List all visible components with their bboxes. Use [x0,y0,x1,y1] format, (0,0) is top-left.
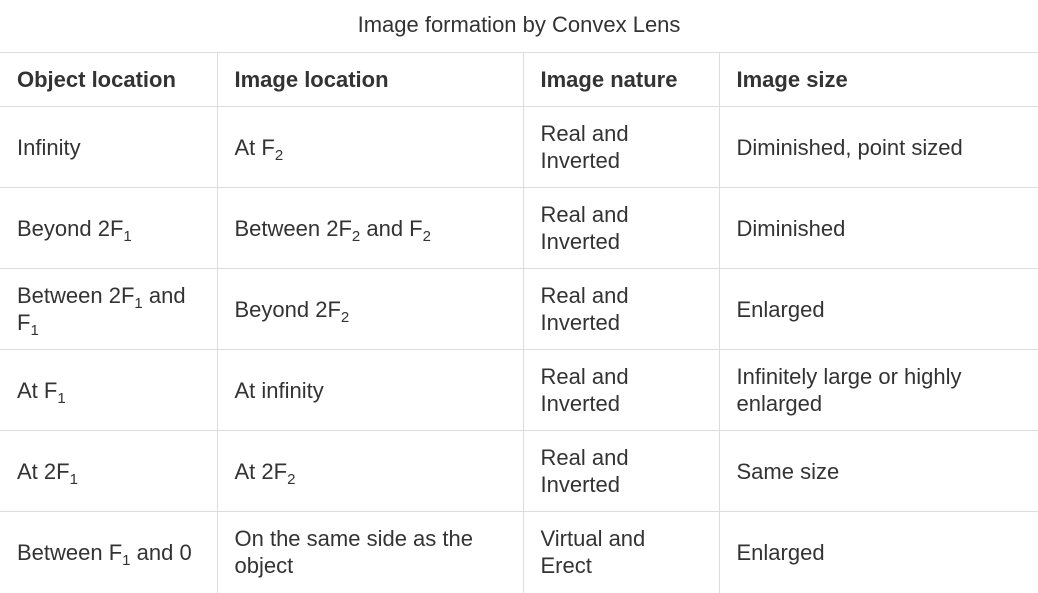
cell-text: Real and Inverted [540,283,629,335]
cell-text: Beyond 2F2 [234,296,350,326]
cell-text: At 2F1 [17,458,78,488]
table-row: Between F1 and 0 On the same side as the… [0,511,1038,593]
image-location-cell: At infinity [216,349,524,431]
object-location-cell: At F1 [0,349,218,431]
cell-text: Infinitely large or highly enlarged [736,364,962,416]
image-location-cell: At 2F2 [216,430,524,512]
header-image-location: Image location [216,52,524,107]
image-nature-cell: Real and Inverted [522,430,720,512]
image-size-cell: Diminished [718,187,1038,269]
object-location-cell: Between F1 and 0 [0,511,218,593]
lens-image-formation-table: Object location Image location Image nat… [0,52,1038,593]
object-location-cell: Beyond 2F1 [0,187,218,269]
cell-text: Infinity [17,134,81,160]
cell-text: Diminished, point sized [736,134,963,160]
cell-text: Beyond 2F1 [17,215,132,245]
image-size-cell: Enlarged [718,268,1038,350]
image-location-cell: Beyond 2F2 [216,268,524,350]
cell-text: Enlarged [736,539,825,565]
image-nature-cell: Virtual and Erect [522,511,720,593]
table-row: Between 2F1 and F1 Beyond 2F2 Real and I… [0,268,1038,350]
image-location-cell: Between 2F2 and F2 [216,187,524,269]
table-row: Beyond 2F1 Between 2F2 and F2 Real and I… [0,187,1038,269]
cell-text: On the same side as the object [234,526,473,579]
image-size-cell: Diminished, point sized [718,106,1038,188]
object-location-cell: Between 2F1 and F1 [0,268,218,350]
table-caption: Image formation by Convex Lens [357,12,681,37]
image-nature-cell: Real and Inverted [522,349,720,431]
table-row: Infinity At F2 Real and Inverted Diminis… [0,106,1038,188]
image-location-cell: At F2 [216,106,524,188]
image-nature-cell: Real and Inverted [522,187,720,269]
cell-text: At 2F2 [234,458,296,488]
object-location-cell: Infinity [0,106,218,188]
cell-text: At F1 [17,377,66,407]
cell-text: Virtual and Erect [540,526,646,579]
cell-text: Real and Inverted [540,445,629,497]
image-size-cell: Same size [718,430,1038,512]
table-row: At 2F1 At 2F2 Real and Inverted Same siz… [0,430,1038,512]
table-row: At F1 At infinity Real and Inverted Infi… [0,349,1038,431]
object-location-cell: At 2F1 [0,430,218,512]
image-size-cell: Enlarged [718,511,1038,593]
cell-text: Same size [736,458,840,484]
image-size-cell: Infinitely large or highly enlarged [718,349,1038,431]
cell-text: Diminished [736,215,846,241]
image-nature-cell: Real and Inverted [522,268,720,350]
cell-text: Real and Inverted [540,202,629,254]
header-image-size: Image size [718,52,1038,107]
image-nature-cell: Real and Inverted [522,106,720,188]
cell-text: Between 2F2 and F2 [234,215,431,245]
header-object-location: Object location [0,52,218,107]
cell-text: Between F1 and 0 [17,539,192,569]
cell-text: Real and Inverted [540,121,629,173]
image-location-cell: On the same side as the object [216,511,524,593]
cell-text: Enlarged [736,296,825,322]
cell-text: At F2 [234,134,284,164]
cell-text: Real and Inverted [540,364,629,416]
cell-text: Between 2F1 and F1 [17,283,186,339]
cell-text: At infinity [234,377,324,403]
table-header-row: Object location Image location Image nat… [0,52,1038,107]
header-image-nature: Image nature [522,52,720,107]
